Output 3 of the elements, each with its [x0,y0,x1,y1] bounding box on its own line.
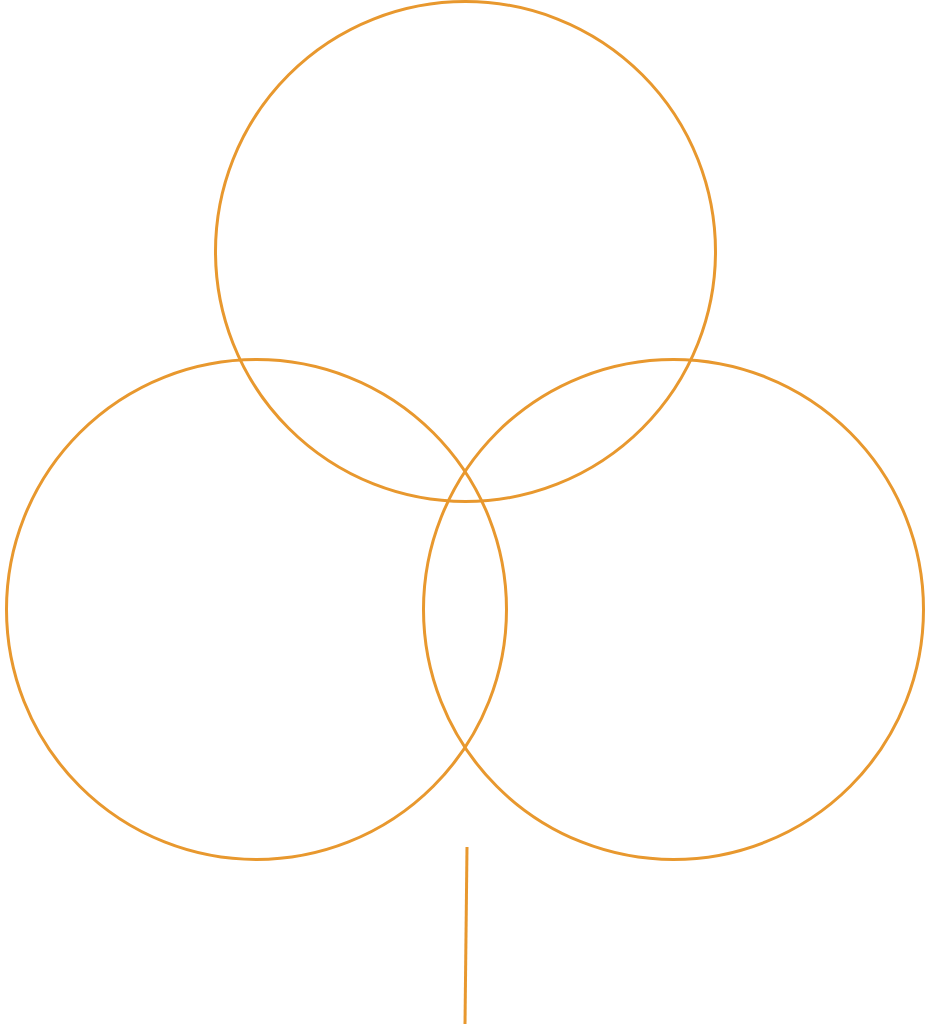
circle [421,357,925,861]
circle [213,0,717,503]
circle [4,357,508,861]
